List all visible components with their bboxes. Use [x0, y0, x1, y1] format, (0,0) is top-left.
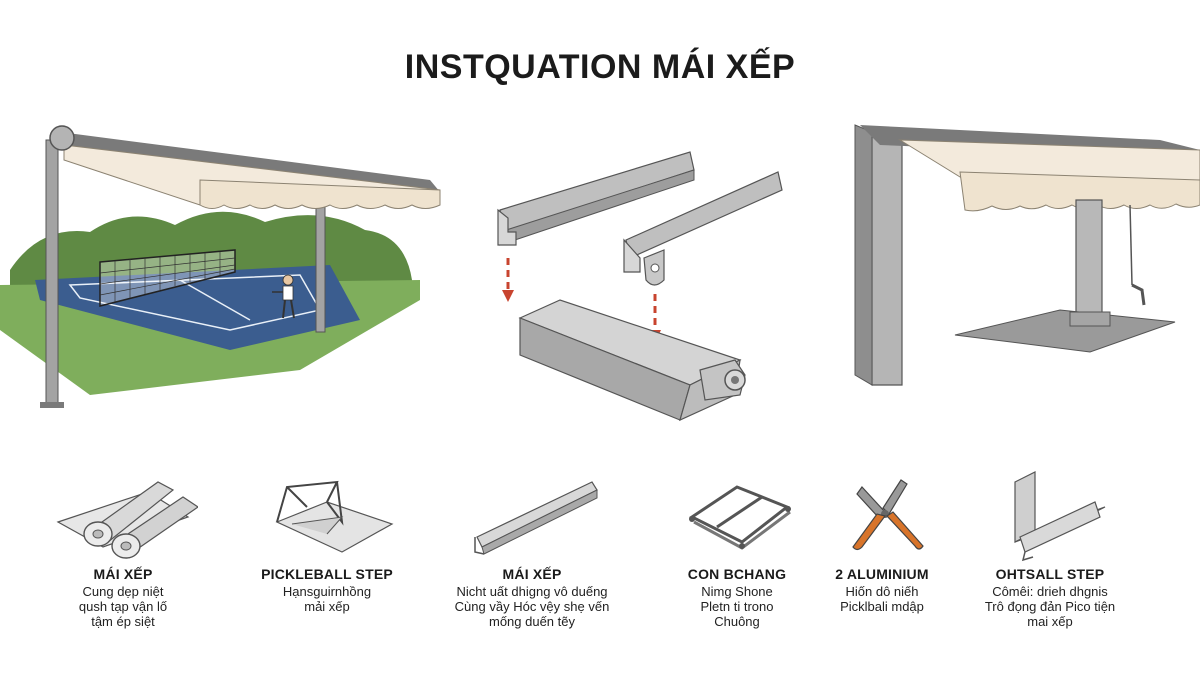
frame-bracket-icon: [689, 485, 791, 550]
rail-profile-icon: [474, 481, 598, 555]
item-label: MÁI XẾP: [502, 566, 562, 582]
item-label: OHTSALL STEP: [995, 566, 1105, 582]
channel-bracket-icon: [1014, 471, 1106, 562]
item-label: CON BCHANG: [687, 566, 787, 582]
illustrations: [0, 124, 1200, 422]
wall-awning-illustration: [854, 124, 1200, 386]
pliers-icon: [852, 479, 924, 551]
court-awning-illustration: [0, 125, 441, 408]
court: [35, 265, 360, 350]
net: [99, 249, 236, 307]
fabric-roll-icon: [56, 481, 198, 559]
item-label: MÁI XẾP: [93, 566, 153, 582]
item-label: PICKLEBALL STEP: [261, 566, 393, 582]
player: [272, 274, 295, 319]
page-title: INSTQUATION MÁI XẾP: [404, 48, 796, 86]
item-label: 2 ALUMINIUM: [835, 566, 929, 582]
rail-assembly-illustration: [497, 151, 783, 422]
frame-panel-icon: [275, 480, 394, 553]
